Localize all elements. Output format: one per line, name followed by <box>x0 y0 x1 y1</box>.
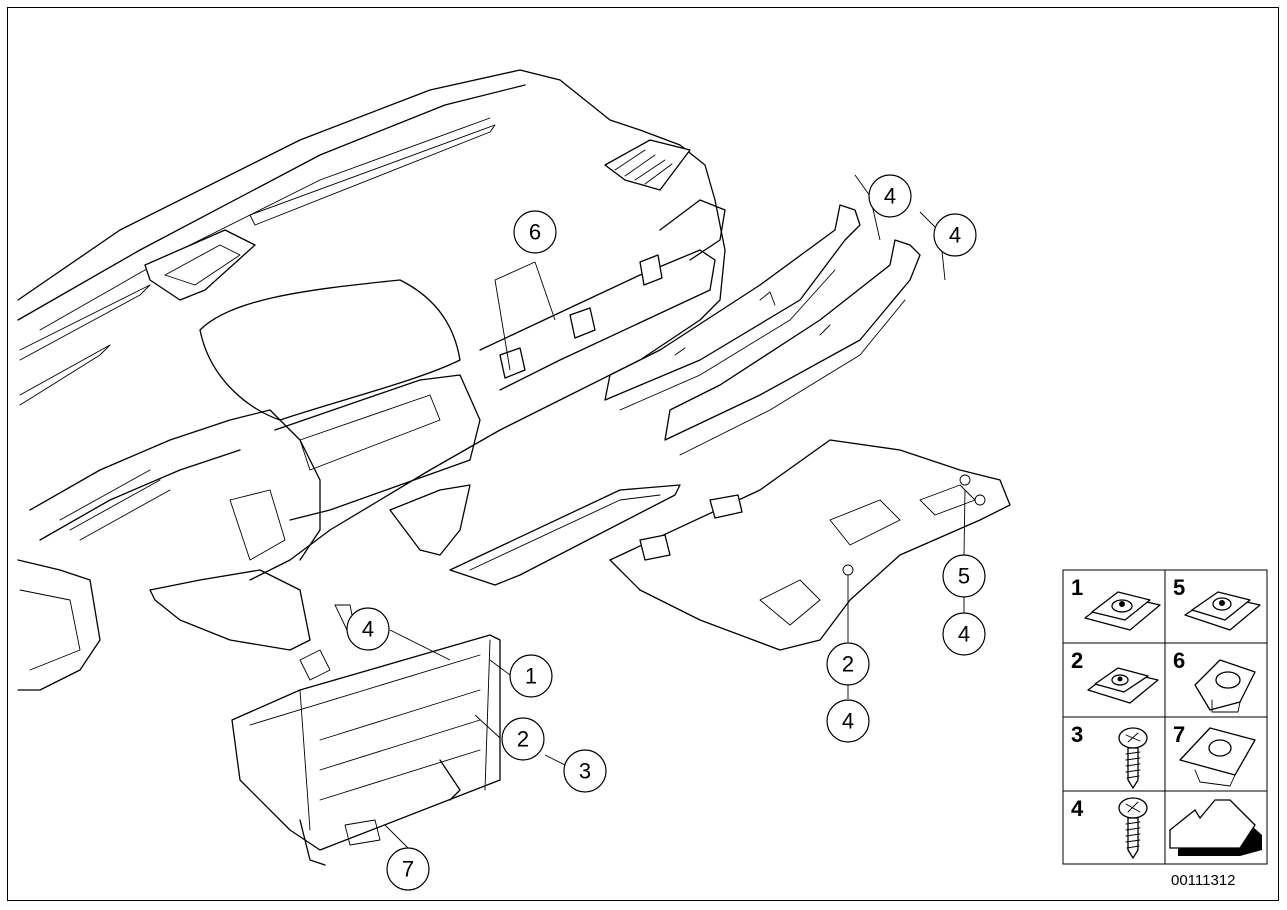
speed-nut-large-icon <box>1084 591 1161 631</box>
legend-cell-3: 3 <box>1071 722 1148 789</box>
svg-text:4: 4 <box>949 223 961 248</box>
svg-text:3: 3 <box>1071 722 1083 747</box>
svg-text:7: 7 <box>402 857 414 882</box>
svg-text:4: 4 <box>842 709 854 734</box>
legend-cell-6: 6 <box>1173 648 1256 713</box>
oval-head-screw-icon <box>1118 727 1148 789</box>
callout-5: 5 <box>942 554 986 598</box>
svg-text:4: 4 <box>958 622 970 647</box>
svg-text:2: 2 <box>1071 648 1083 673</box>
svg-text:4: 4 <box>362 617 374 642</box>
svg-text:6: 6 <box>1173 648 1185 673</box>
dashboard-carrier <box>17 69 726 691</box>
svg-text:1: 1 <box>1071 575 1083 600</box>
svg-text:7: 7 <box>1173 722 1185 747</box>
pan-head-screw-icon <box>1118 797 1148 859</box>
trim-strips <box>604 204 921 456</box>
callout-4-top-b: 4 <box>933 213 977 257</box>
legend-cell-7: 7 <box>1173 722 1256 787</box>
svg-text:4: 4 <box>1071 796 1084 821</box>
diagram-code: 00111312 <box>1171 872 1236 889</box>
svg-text:1: 1 <box>525 664 537 689</box>
callout-1: 1 <box>509 654 553 698</box>
speed-nut-small-icon <box>1087 667 1159 704</box>
callout-4-mid: 4 <box>826 699 870 743</box>
svg-text:6: 6 <box>529 220 541 245</box>
svg-text:4: 4 <box>884 184 896 209</box>
svg-text:5: 5 <box>1173 575 1185 600</box>
callout-4-right: 4 <box>942 612 986 656</box>
diagram-frame <box>7 7 1279 901</box>
callout-6: 6 <box>513 210 557 254</box>
callout-3: 3 <box>563 749 607 793</box>
svg-text:2: 2 <box>842 652 854 677</box>
lower-covers <box>449 439 1011 651</box>
callout-4-top-a: 4 <box>868 174 912 218</box>
speed-nut-clip-icon <box>1184 591 1261 631</box>
legend-table: 1 5 2 <box>1062 569 1268 865</box>
callout-2-right: 2 <box>826 642 870 686</box>
legend-cell-1: 1 <box>1071 575 1161 631</box>
leader-lines <box>334 174 966 849</box>
center-bracket <box>231 634 501 866</box>
legend-cell-2: 2 <box>1071 648 1159 704</box>
callout-7: 7 <box>386 847 430 891</box>
legend-cell-5: 5 <box>1173 575 1261 631</box>
callout-2-bracket: 2 <box>501 717 545 761</box>
plastic-expanding-nut-icon <box>1194 659 1256 713</box>
svg-text:3: 3 <box>579 759 591 784</box>
svg-text:2: 2 <box>517 727 529 752</box>
clip-nut-icon <box>1179 727 1256 787</box>
legend-cell-arrow <box>1169 799 1262 856</box>
legend-cell-4: 4 <box>1071 796 1148 859</box>
callout-4-bracket: 4 <box>346 607 390 651</box>
forward-arrow-icon <box>1169 799 1262 856</box>
svg-text:5: 5 <box>958 564 970 589</box>
